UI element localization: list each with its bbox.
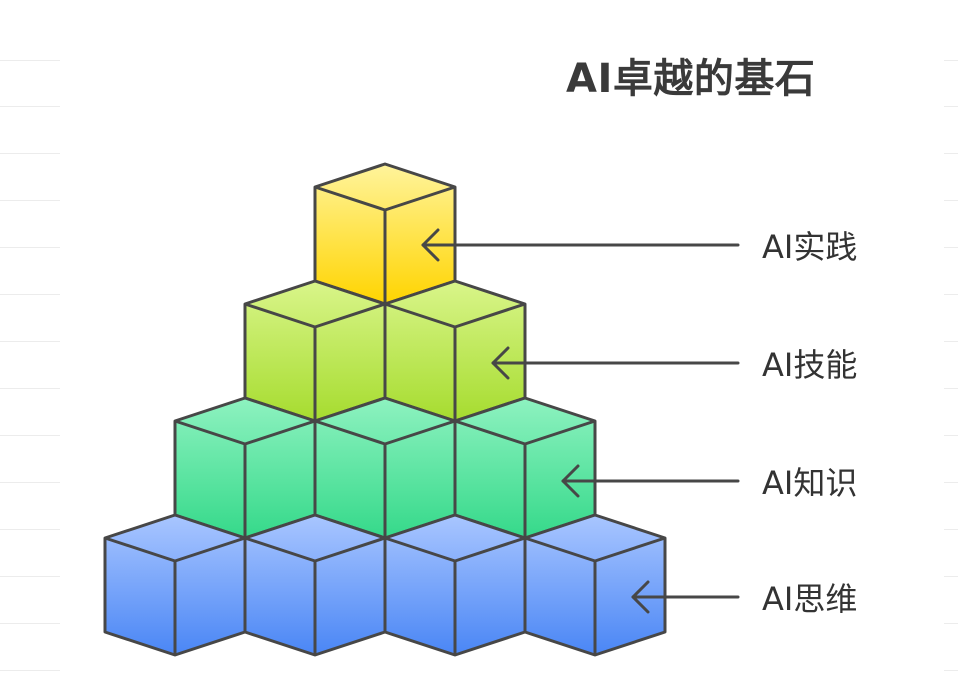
background-rule <box>944 623 958 624</box>
background-rule <box>944 200 958 201</box>
background-rule <box>944 294 958 295</box>
background-rule <box>944 482 958 483</box>
background-rule <box>944 247 958 248</box>
background-rule <box>0 388 60 389</box>
background-rule <box>944 388 958 389</box>
background-rule <box>944 529 958 530</box>
cube <box>243 513 387 657</box>
background-rule <box>0 153 60 154</box>
cube-pyramid <box>103 162 667 657</box>
background-rule <box>944 153 958 154</box>
diagram-title: AI卓越的基石 <box>566 56 816 102</box>
layer-label-ai-skills: AI技能 <box>762 346 858 384</box>
background-rule <box>944 106 958 107</box>
background-rule <box>0 670 60 671</box>
background-rule <box>944 576 958 577</box>
background-rule <box>0 435 60 436</box>
arrow-icon <box>631 580 740 614</box>
background-rule <box>944 60 958 61</box>
background-rule <box>0 200 60 201</box>
layer-label-ai-thinking: AI思维 <box>762 580 858 618</box>
cube <box>243 279 387 423</box>
background-rule <box>0 294 60 295</box>
background-rule <box>944 341 958 342</box>
cube <box>103 513 247 657</box>
cube <box>383 279 527 423</box>
label-arrows <box>421 228 740 614</box>
cube <box>173 396 317 540</box>
background-rule <box>944 435 958 436</box>
background-rule <box>0 623 60 624</box>
background-rule <box>0 482 60 483</box>
cube <box>523 513 667 657</box>
cube <box>383 513 527 657</box>
background-rule <box>944 670 958 671</box>
background-rule <box>0 576 60 577</box>
layer-label-ai-knowledge: AI知识 <box>762 464 858 502</box>
background-rule <box>0 341 60 342</box>
background-rule <box>0 529 60 530</box>
cube <box>313 396 457 540</box>
arrow-icon <box>421 228 740 262</box>
background-rule <box>0 247 60 248</box>
background-rule <box>0 60 60 61</box>
arrow-icon <box>491 346 740 380</box>
background-rule <box>0 106 60 107</box>
arrow-icon <box>561 464 740 498</box>
layer-label-ai-practice: AI实践 <box>762 228 858 266</box>
